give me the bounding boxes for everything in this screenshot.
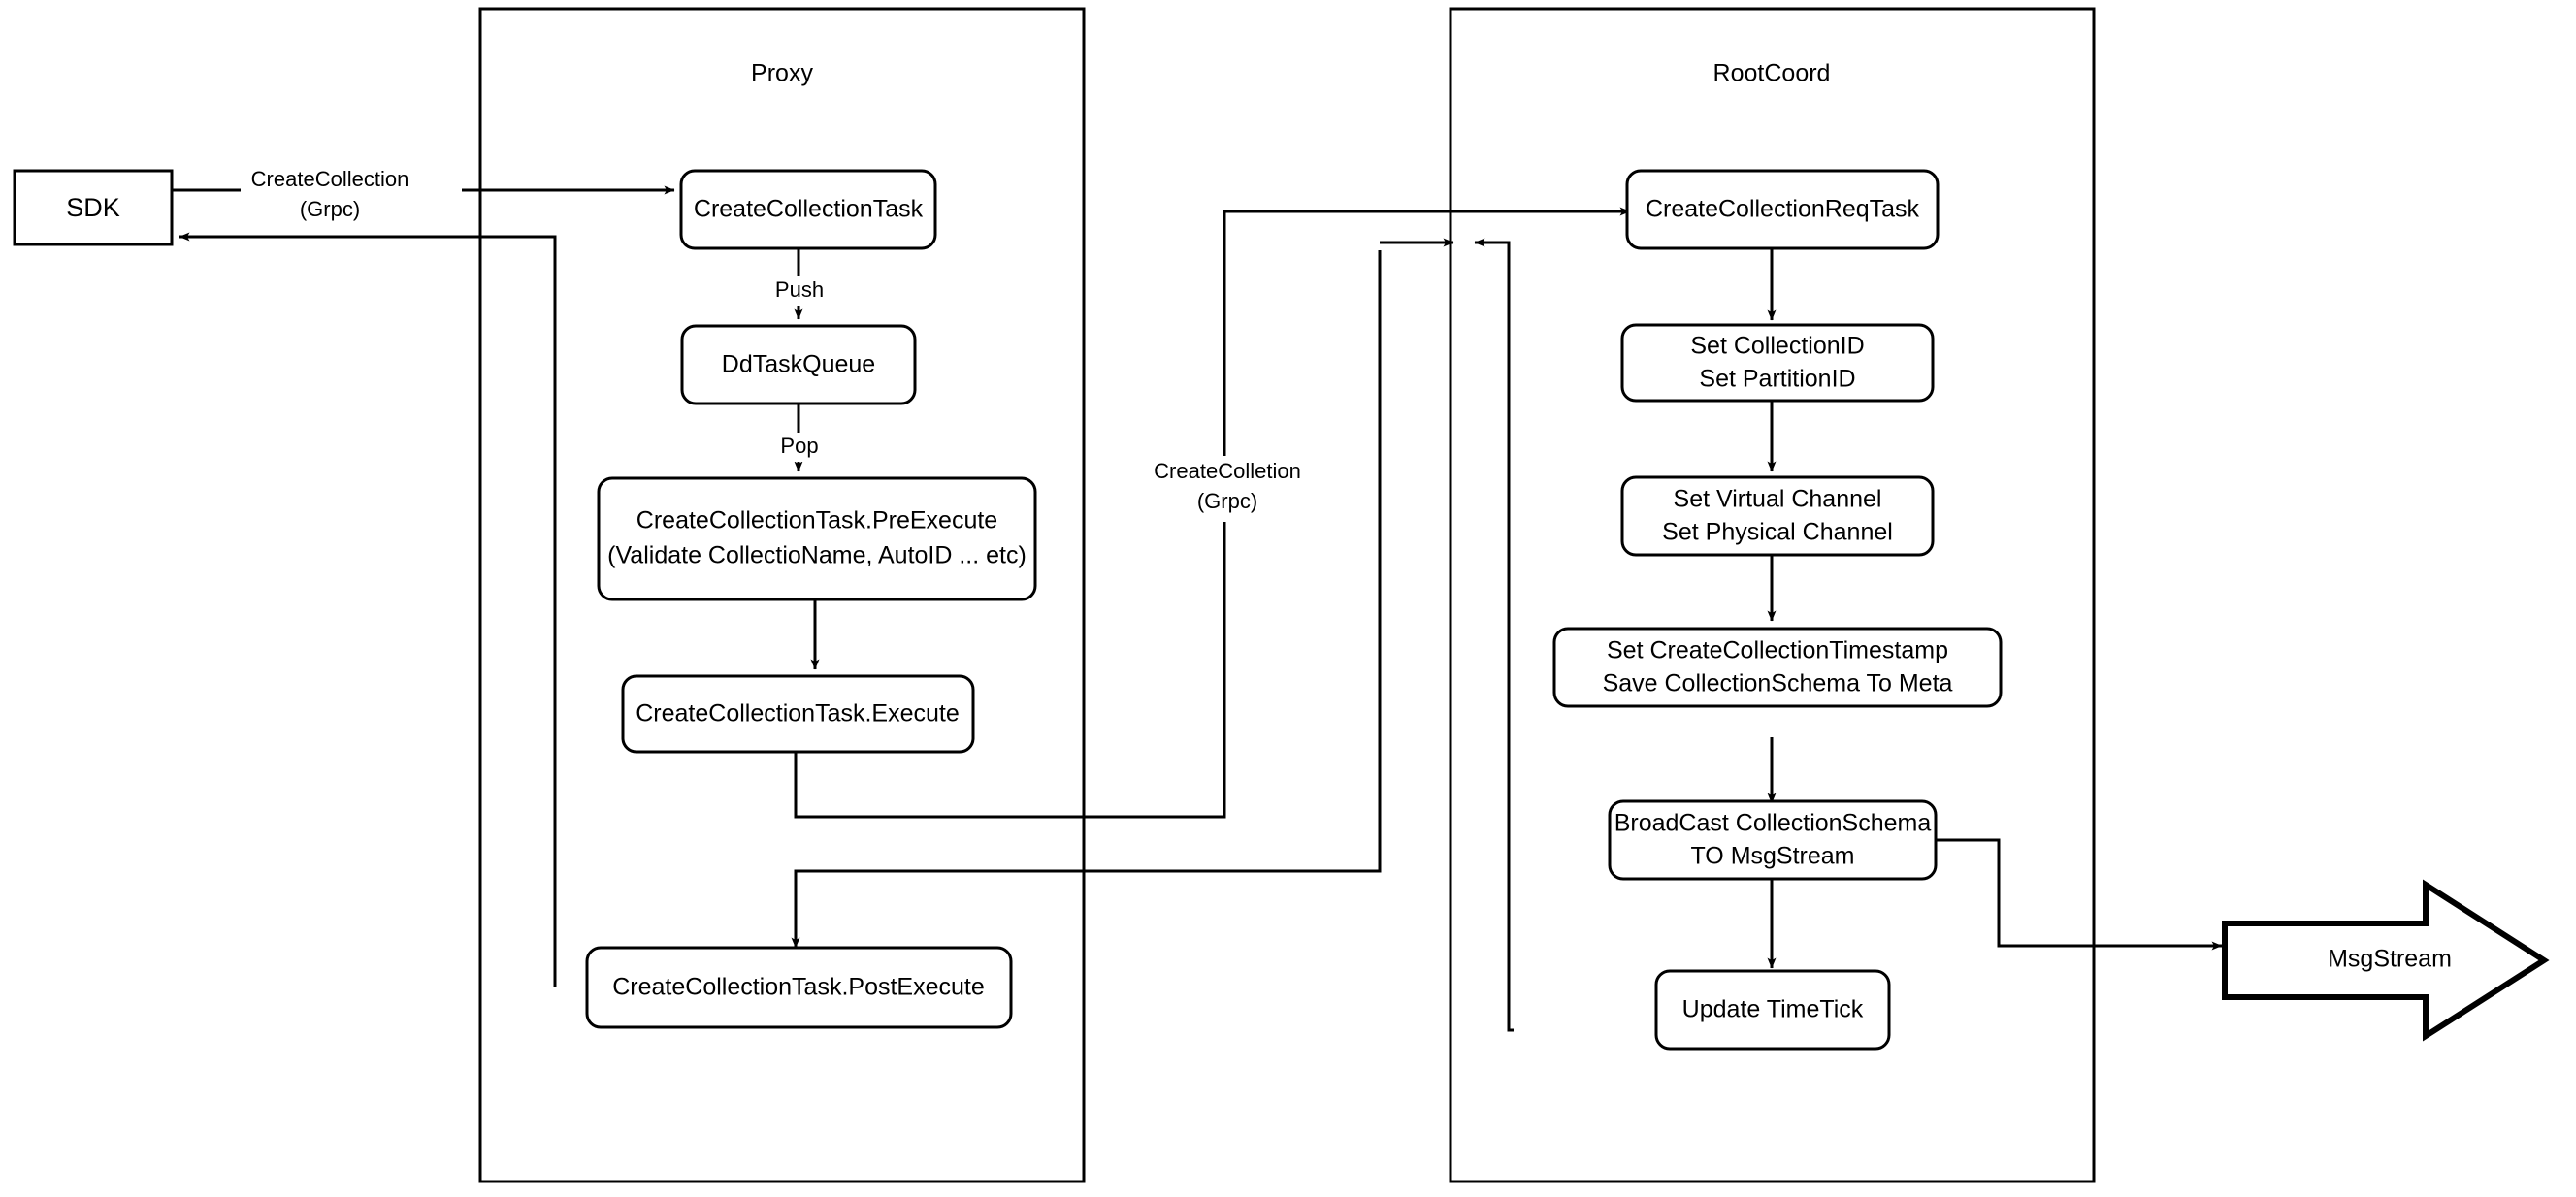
edge-label-sdk-to-proxy-line1: CreateCollection: [251, 167, 409, 191]
create-collection-req-task-box[interactable]: [1625, 169, 1940, 250]
create-collection-task-box[interactable]: [679, 169, 937, 250]
create-collection-task-label: CreateCollectionTask: [694, 196, 924, 223]
edge-execute-to-create-collection-req-task: [794, 207, 1631, 819]
pre-execute-box[interactable]: [597, 476, 1037, 601]
node-execute[interactable]: CreateCollectionTask.Execute: [621, 674, 975, 754]
edge-label-proxy-to-rootcoord: CreateColletion (Grpc): [1137, 456, 1318, 522]
edge-label-proxy-to-rootcoord-line2: (Grpc): [1197, 489, 1257, 513]
dd-task-queue-label: DdTaskQueue: [722, 351, 875, 378]
pre-execute-label-line2: (Validate CollectioName, AutoID ... etc): [607, 542, 1027, 569]
sdk-label: SDK: [66, 193, 120, 222]
node-set-channels[interactable]: Set Virtual Channel Set Physical Channel: [1620, 475, 1935, 557]
create-collection-req-task-label: CreateCollectionReqTask: [1646, 196, 1920, 223]
edge-label-proxy-to-rootcoord-line1: CreateColletion: [1154, 459, 1301, 483]
set-timestamp-box[interactable]: [1552, 627, 2003, 708]
dd-task-queue-box[interactable]: [680, 324, 917, 405]
set-channels-label-line1: Set Virtual Channel: [1674, 486, 1882, 513]
update-timetick-label: Update TimeTick: [1682, 996, 1864, 1023]
node-create-collection-task[interactable]: CreateCollectionTask: [679, 169, 937, 250]
update-timetick-box[interactable]: [1654, 969, 1891, 1051]
post-execute-label: CreateCollectionTask.PostExecute: [612, 974, 985, 1001]
edge-label-pop-text: Pop: [780, 434, 818, 458]
sdk-box[interactable]: [13, 169, 174, 246]
node-pre-execute[interactable]: CreateCollectionTask.PreExecute (Validat…: [597, 476, 1037, 601]
set-ids-label-line2: Set PartitionID: [1699, 366, 1855, 393]
node-create-collection-req-task[interactable]: CreateCollectionReqTask: [1625, 169, 1940, 250]
edge-label-push-text: Push: [775, 277, 824, 302]
set-ids-label-line1: Set CollectionID: [1690, 333, 1864, 360]
set-channels-box[interactable]: [1620, 475, 1935, 557]
edge-label-sdk-to-proxy-line2: (Grpc): [300, 197, 360, 221]
broadcast-box[interactable]: [1608, 799, 1938, 881]
node-set-timestamp[interactable]: Set CreateCollectionTimestamp Save Colle…: [1552, 627, 2003, 708]
edge-broadcast-to-msgstream: [1935, 838, 2223, 951]
edge-label-push-bg: [769, 276, 830, 306]
edge-label-sdk-to-proxy-bg: [241, 167, 462, 233]
set-ids-box[interactable]: [1620, 323, 1935, 403]
execute-box[interactable]: [621, 674, 975, 754]
node-post-execute[interactable]: CreateCollectionTask.PostExecute: [585, 946, 1013, 1029]
execute-label: CreateCollectionTask.Execute: [636, 700, 960, 728]
edge-label-pop-bg: [773, 433, 826, 462]
broadcast-label-line2: TO MsgStream: [1690, 843, 1854, 870]
proxy-container-label: Proxy: [751, 60, 813, 87]
set-channels-label-line2: Set Physical Channel: [1662, 519, 1893, 546]
edge-label-proxy-to-rootcoord-bg: [1137, 456, 1318, 522]
set-timestamp-label-line2: Save CollectionSchema To Meta: [1603, 670, 1953, 697]
set-timestamp-label-line1: Set CreateCollectionTimestamp: [1607, 637, 1948, 664]
msgstream-arrow-shape[interactable]: [2222, 879, 2550, 1042]
msgstream-label: MsgStream: [2328, 946, 2452, 973]
edge-label-pop: Pop: [773, 433, 826, 462]
node-set-ids[interactable]: Set CollectionID Set PartitionID: [1620, 323, 1935, 403]
post-execute-box[interactable]: [585, 946, 1013, 1029]
broadcast-label-line1: BroadCast CollectionSchema: [1614, 810, 1932, 837]
edge-update-timetick-to-rootcoord-boundary: [1474, 238, 1514, 1032]
node-update-timetick[interactable]: Update TimeTick: [1654, 969, 1891, 1051]
edge-post-execute-to-sdk: [179, 232, 557, 987]
node-broadcast[interactable]: BroadCast CollectionSchema TO MsgStream: [1608, 799, 1938, 881]
node-sdk[interactable]: SDK: [13, 169, 174, 246]
node-dd-task-queue[interactable]: DdTaskQueue: [680, 324, 917, 405]
pre-execute-label-line1: CreateCollectionTask.PreExecute: [636, 507, 997, 534]
edge-label-sdk-to-proxy: CreateCollection (Grpc): [241, 167, 462, 233]
edge-rootcoord-response-to-post-execute: [791, 250, 1382, 949]
edge-label-push: Push: [769, 276, 830, 306]
rootcoord-container-label: RootCoord: [1713, 60, 1831, 87]
node-msgstream[interactable]: MsgStream: [2222, 879, 2550, 1042]
